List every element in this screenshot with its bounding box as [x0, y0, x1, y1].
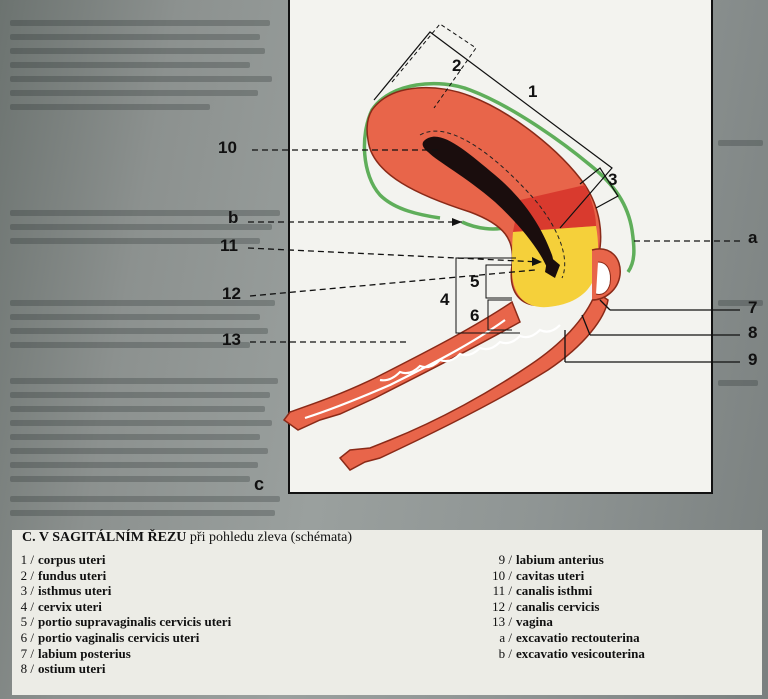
- legend-item: 10 / cavitas uteri: [490, 568, 645, 584]
- legend-text: excavatio vesicouterina: [516, 646, 645, 661]
- legend-key: 4 /: [12, 599, 34, 615]
- legend-item: 2 / fundus uteri: [12, 568, 231, 584]
- caption-subtitle: při pohledu zleva (schémata): [190, 530, 352, 545]
- legend-item: b / excavatio vesicouterina: [490, 646, 645, 662]
- legend-key: 9 /: [490, 552, 512, 568]
- legend-key: a /: [490, 630, 512, 646]
- label-8: 8: [748, 323, 757, 343]
- legend-item: 11 / canalis isthmi: [490, 583, 645, 599]
- label-c: c: [254, 474, 264, 495]
- legend-text: canalis isthmi: [516, 583, 592, 598]
- legend-key: 5 /: [12, 614, 34, 630]
- legend-text: corpus uteri: [38, 552, 106, 567]
- label-11: 11: [220, 236, 238, 256]
- legend-item: 13 / vagina: [490, 614, 645, 630]
- label-6: 6: [470, 306, 479, 326]
- caption-title: C. V SAGITÁLNÍM ŘEZU při pohledu zleva (…: [22, 530, 352, 546]
- legend-key: 8 /: [12, 661, 34, 677]
- label-1: 1: [528, 82, 537, 102]
- legend-text: labium anterius: [516, 552, 604, 567]
- legend-right-column: 9 / labium anterius 10 / cavitas uteri 11 / c…: [490, 552, 645, 661]
- legend-key: 7 /: [12, 646, 34, 662]
- legend-item: 3 / isthmus uteri: [12, 583, 231, 599]
- legend-text: portio supravaginalis cervicis uteri: [38, 614, 231, 629]
- legend-text: cavitas uteri: [516, 568, 584, 583]
- label-7: 7: [748, 298, 757, 318]
- legend-text: cervix uteri: [38, 599, 102, 614]
- legend-key: 1 /: [12, 552, 34, 568]
- legend-text: ostium uteri: [38, 661, 106, 676]
- label-a: a: [748, 228, 757, 248]
- legend-key: 12 /: [490, 599, 512, 615]
- label-12: 12: [222, 284, 241, 304]
- legend-item: 6 / portio vaginalis cervicis uteri: [12, 630, 231, 646]
- legend-item: 5 / portio supravaginalis cervicis uteri: [12, 614, 231, 630]
- legend-text: isthmus uteri: [38, 583, 111, 598]
- label-4: 4: [440, 290, 449, 310]
- legend-item: 9 / labium anterius: [490, 552, 645, 568]
- legend-item: a / excavatio rectouterina: [490, 630, 645, 646]
- label-10: 10: [218, 138, 237, 158]
- label-9: 9: [748, 350, 757, 370]
- legend-key: 2 /: [12, 568, 34, 584]
- label-2: 2: [452, 56, 461, 76]
- legend-text: excavatio rectouterina: [516, 630, 640, 645]
- legend-text: portio vaginalis cervicis uteri: [38, 630, 199, 645]
- legend-item: 8 / ostium uteri: [12, 661, 231, 677]
- legend-left-column: 1 / corpus uteri 2 / fundus uteri 3 / isthmus…: [12, 552, 231, 677]
- legend-key: 6 /: [12, 630, 34, 646]
- legend-key: b /: [490, 646, 512, 662]
- label-b: b: [228, 208, 238, 228]
- legend-item: 12 / canalis cervicis: [490, 599, 645, 615]
- legend-text: vagina: [516, 614, 553, 629]
- legend-item: 1 / corpus uteri: [12, 552, 231, 568]
- legend-key: 3 /: [12, 583, 34, 599]
- legend-item: 7 / labium posterius: [12, 646, 231, 662]
- legend-text: fundus uteri: [38, 568, 106, 583]
- legend-key: 13 /: [490, 614, 512, 630]
- legend-text: canalis cervicis: [516, 599, 599, 614]
- legend-text: labium posterius: [38, 646, 131, 661]
- caption-title-main: C. V SAGITÁLNÍM ŘEZU: [22, 530, 186, 545]
- legend-key: 10 /: [490, 568, 512, 584]
- figure-caption: C. V SAGITÁLNÍM ŘEZU při pohledu zleva (…: [12, 530, 762, 695]
- legend-item: 4 / cervix uteri: [12, 599, 231, 615]
- label-3: 3: [608, 170, 617, 190]
- vagina-shape: [284, 292, 608, 470]
- label-5: 5: [470, 272, 479, 292]
- label-13: 13: [222, 330, 241, 350]
- legend-key: 11 /: [490, 583, 512, 599]
